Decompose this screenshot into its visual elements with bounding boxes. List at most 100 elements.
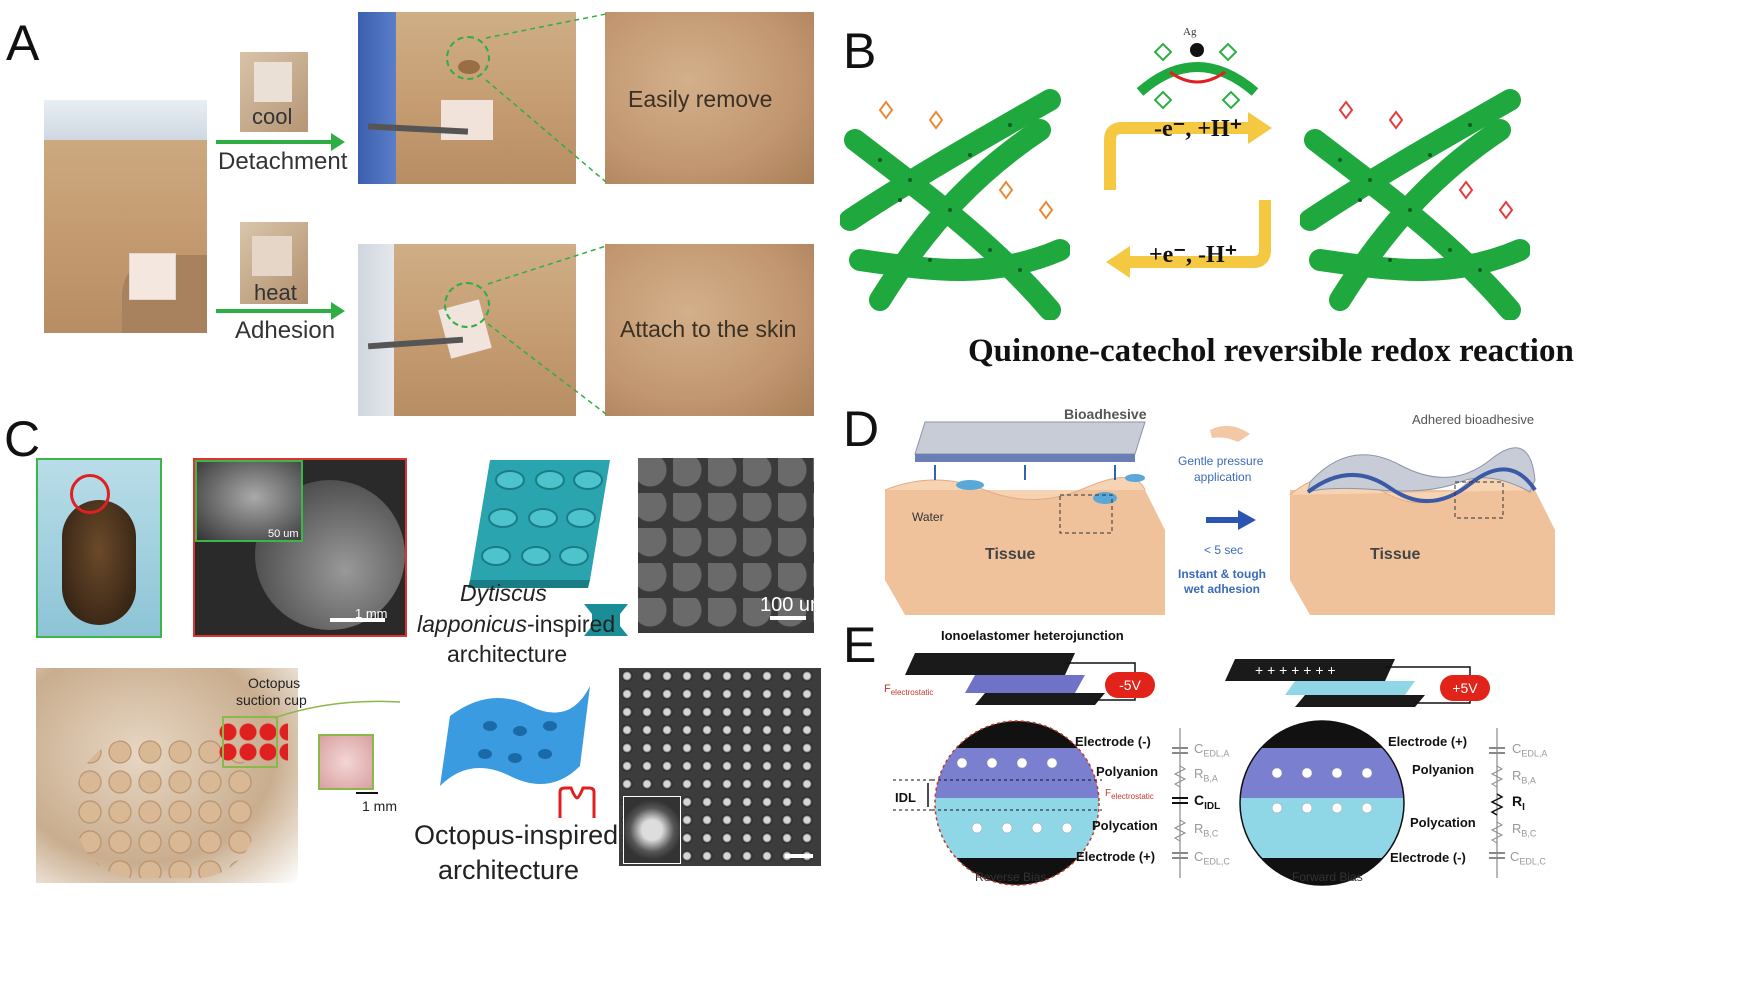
f-electrostatic-top: Felectrostatic [884,683,933,697]
pos-voltage-badge: +5V [1440,675,1490,701]
f-electrostatic-mid: Felectrostatic [1105,788,1154,801]
attach-photo [358,244,576,416]
left-c-edl-c: CEDL,C [1194,849,1230,867]
octopus-profile-icon [558,786,596,818]
pressure-arrow [1206,425,1256,530]
right-c-edl-c: CEDL,C [1510,849,1546,867]
f-electrostatic-mid-letter: F [1105,788,1112,799]
dytiscus-line1: Dytiscus [460,580,547,606]
left-device [905,653,1136,705]
scale-100um: 100 um [760,594,827,616]
heat-label: heat [254,280,297,305]
left-circuit [1172,728,1188,878]
oxidation-label: -e⁻, +H⁺ [1154,116,1243,142]
tissue-left-label: Tissue [985,546,1036,563]
dytiscus-line2: lapponicus-inspired [417,611,615,638]
right-polycation: Polycation [1410,815,1476,830]
attach-caption: Attach to the skin [620,316,797,342]
dytiscus-line2-rest: -inspired [526,611,616,637]
right-r-ba-letter: R [1512,768,1522,783]
left-bias-label: Reverse Bias [975,870,1047,884]
beetle-photo [36,458,162,638]
octopus-cup-line2: suction cup [236,692,307,708]
idl-label: IDL [895,790,916,805]
right-c-edl-a-sub: EDL,A [1521,748,1548,759]
octopus-cup-highlight [222,716,278,768]
dytiscus-line2-italic: lapponicus [417,611,527,637]
sem-octopus-cups [619,668,821,866]
sem-dytiscus-pillars [638,458,814,633]
panel-label-a: A [6,15,40,71]
reduction-label: +e⁻, -H⁺ [1149,242,1238,268]
octopus-architecture-3d [440,686,590,786]
attach-zoom-photo [605,244,814,416]
cool-label: cool [252,104,293,129]
remove-zoom-photo [605,12,814,184]
fiber-network-right [1300,89,1530,320]
left-junction-circle [932,720,1102,886]
scale-50um: 50 um [268,528,299,540]
fiber-network-left [840,89,1070,320]
left-polyanion: Polyanion [1096,764,1159,779]
dytiscus-profile-icon [584,604,628,636]
heat-patch-photo [240,222,308,304]
suction-cup-photo [318,734,374,790]
octopus-cup-line1: Octopus [248,675,301,691]
panel-label-d: D [843,401,880,457]
attach-zoom-lines [487,245,607,415]
left-c-edl-a-sub: EDL,A [1203,748,1230,759]
tissue-right-label: Tissue [1370,546,1421,563]
adhesion-arrow [216,302,345,320]
right-r-bc: RB,C [1512,821,1536,839]
left-electrode-bottom: Electrode (+) [1076,849,1156,864]
right-bias-label: Forward Bias [1292,870,1363,884]
octopus-scale-bar [356,792,378,794]
right-junction-circle [1239,720,1405,886]
gentle-line2: application [1194,470,1252,484]
instant-line1: Instant & tough [1178,567,1266,581]
right-r-i-letter: R [1512,793,1523,809]
right-r-i-sub: I [1522,801,1525,813]
water-label: Water [912,510,944,524]
f-electrostatic-mid-sub: electrostatic [1111,792,1154,801]
detachment-label: Detachment [218,148,348,175]
octopus-photo [36,668,298,883]
svg-text:+ + + + + + +: + + + + + + + [1255,662,1336,678]
f-electrostatic-top-sub: electrostatic [890,688,934,698]
left-r-bc-letter: R [1194,821,1204,836]
ag-complex [1136,42,1259,110]
right-circuit [1489,728,1505,878]
octopus-arch-line2: architecture [438,855,580,885]
right-r-ba: RB,A [1512,768,1536,786]
right-electrode-top: Electrode (+) [1388,734,1468,749]
arm-photo [44,100,207,333]
left-c-idl-letter: C [1194,792,1205,808]
left-c-edl-a-letter: C [1194,741,1204,756]
adhesion-label: Adhesion [235,317,336,344]
neg-voltage-badge: -5V [1105,672,1155,698]
left-r-bc-sub: B,C [1203,828,1219,839]
tissue-right-diagram [1289,447,1555,615]
dytiscus-line3: architecture [447,641,568,667]
left-c-edl-c-sub: EDL,C [1203,856,1230,867]
cool-patch-photo [240,52,308,132]
bioadhesive-label: Bioadhesive [1064,406,1147,422]
scale-1mm: 1 mm [355,606,388,621]
right-c-edl-c-sub: EDL,C [1519,856,1546,867]
instant-line2: wet adhesion [1184,582,1261,596]
left-r-bc: RB,C [1194,821,1218,839]
right-electrode-bottom: Electrode (-) [1390,850,1466,865]
left-r-ba-letter: R [1194,766,1204,781]
right-r-ba-sub: B,A [1521,775,1536,786]
right-r-bc-sub: B,C [1521,828,1537,839]
easily-remove-caption: Easily remove [628,86,773,112]
octopus-callout-line [273,700,401,719]
detach-photo [358,12,576,184]
tissue-left-diagram [884,421,1165,615]
right-device: + + + + + + + [1225,659,1471,707]
panel-label-c: C [4,411,41,467]
left-c-edl-a: CEDL,A [1194,741,1229,759]
panel-label-b: B [843,23,877,79]
f-electrostatic-top-letter: F [884,683,891,695]
left-c-edl-c-letter: C [1194,849,1204,864]
